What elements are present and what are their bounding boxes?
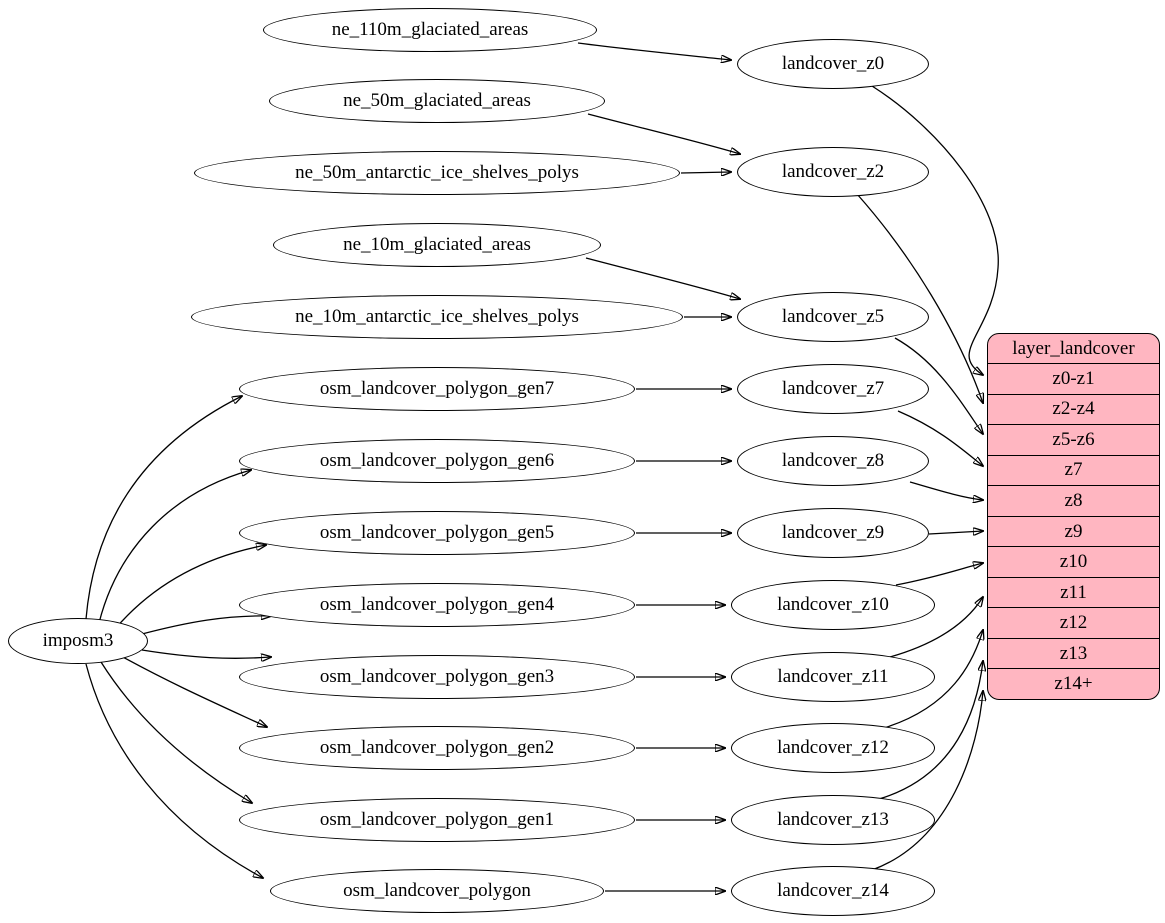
node-osm-landcover-polygon-gen5: osm_landcover_polygon_gen5 — [239, 511, 635, 555]
edge-imposm3-to-gen3 — [141, 649, 271, 658]
node-landcover-z7: landcover_z7 — [737, 364, 929, 414]
table-row-z12: z12 — [988, 607, 1159, 638]
node-landcover-z11: landcover_z11 — [731, 652, 935, 702]
node-osm-landcover-polygon-gen2: osm_landcover_polygon_gen2 — [239, 726, 635, 770]
edge-z11-to-row-z11 — [889, 597, 983, 658]
edge-imposm3-to-gen6 — [98, 470, 251, 624]
edge-ne10m-glaciated-to-z5 — [585, 257, 740, 299]
node-osm-landcover-polygon-gen3: osm_landcover_polygon_gen3 — [239, 655, 635, 699]
node-osm-landcover-polygon-gen6: osm_landcover_polygon_gen6 — [239, 439, 635, 483]
edge-ne50m-antarctic-to-z2 — [680, 172, 731, 173]
table-row-z10: z10 — [988, 546, 1159, 577]
edge-ne50m-glaciated-to-z2 — [587, 113, 740, 154]
node-osm-landcover-polygon-gen4: osm_landcover_polygon_gen4 — [239, 583, 635, 627]
node-landcover-z14: landcover_z14 — [731, 866, 935, 916]
node-landcover-z9: landcover_z9 — [737, 508, 929, 558]
table-row-z8: z8 — [988, 485, 1159, 516]
edge-z8-to-row-z8 — [909, 481, 983, 500]
edge-z7-to-row-z7 — [897, 410, 983, 466]
edge-z0-to-row-z0-z1 — [871, 85, 999, 375]
edge-z5-to-row-z5-z6 — [894, 337, 983, 434]
edge-z13-to-row-z13 — [878, 661, 983, 800]
node-imposm3: imposm3 — [8, 618, 148, 664]
table-row-z14plus: z14+ — [988, 668, 1159, 699]
node-landcover-z8: landcover_z8 — [737, 436, 929, 486]
node-osm-landcover-polygon-gen7: osm_landcover_polygon_gen7 — [239, 367, 635, 411]
table-layer-landcover: layer_landcover z0-z1 z2-z4 z5-z6 z7 z8 … — [987, 333, 1160, 700]
edge-imposm3-to-gen2 — [120, 655, 267, 727]
edge-z12-to-row-z12 — [883, 630, 983, 729]
edge-imposm3-to-gen5 — [114, 545, 266, 630]
node-ne-110m-glaciated-areas: ne_110m_glaciated_areas — [263, 8, 597, 52]
table-row-z0-z1: z0-z1 — [988, 363, 1159, 394]
table-row-z5-z6: z5-z6 — [988, 424, 1159, 455]
edge-z14-to-row-z14plus — [871, 691, 983, 871]
table-row-z9: z9 — [988, 515, 1159, 547]
edge-z10-to-row-z10 — [895, 563, 983, 586]
node-ne-50m-glaciated-areas: ne_50m_glaciated_areas — [269, 79, 605, 123]
node-landcover-z2: landcover_z2 — [737, 147, 929, 197]
edge-imposm3-to-gen1 — [100, 661, 252, 803]
node-landcover-z13: landcover_z13 — [731, 795, 935, 845]
edge-ne110m-to-z0 — [577, 42, 731, 60]
table-row-z13: z13 — [988, 637, 1159, 669]
edge-imposm3-to-gen7 — [85, 396, 242, 620]
table-row-z11: z11 — [988, 576, 1159, 608]
node-landcover-z5: landcover_z5 — [737, 292, 929, 342]
node-osm-landcover-polygon: osm_landcover_polygon — [270, 869, 604, 913]
edge-z9-to-row-z9 — [928, 531, 983, 534]
edge-imposm3-to-polygon — [85, 663, 263, 878]
table-row-z7: z7 — [988, 454, 1159, 486]
node-osm-landcover-polygon-gen1: osm_landcover_polygon_gen1 — [239, 798, 635, 842]
node-landcover-z10: landcover_z10 — [731, 580, 935, 630]
table-row-z2-z4: z2-z4 — [988, 393, 1159, 425]
node-landcover-z12: landcover_z12 — [731, 723, 935, 773]
node-ne-10m-glaciated-areas: ne_10m_glaciated_areas — [273, 223, 601, 267]
edge-z2-to-row-z2-z4 — [856, 193, 983, 403]
node-landcover-z0: landcover_z0 — [737, 39, 929, 89]
edge-imposm3-to-gen4 — [141, 616, 271, 635]
node-ne-10m-antarctic-ice-shelves-polys: ne_10m_antarctic_ice_shelves_polys — [191, 295, 683, 339]
node-ne-50m-antarctic-ice-shelves-polys: ne_50m_antarctic_ice_shelves_polys — [194, 151, 680, 195]
table-title: layer_landcover — [1012, 337, 1135, 359]
